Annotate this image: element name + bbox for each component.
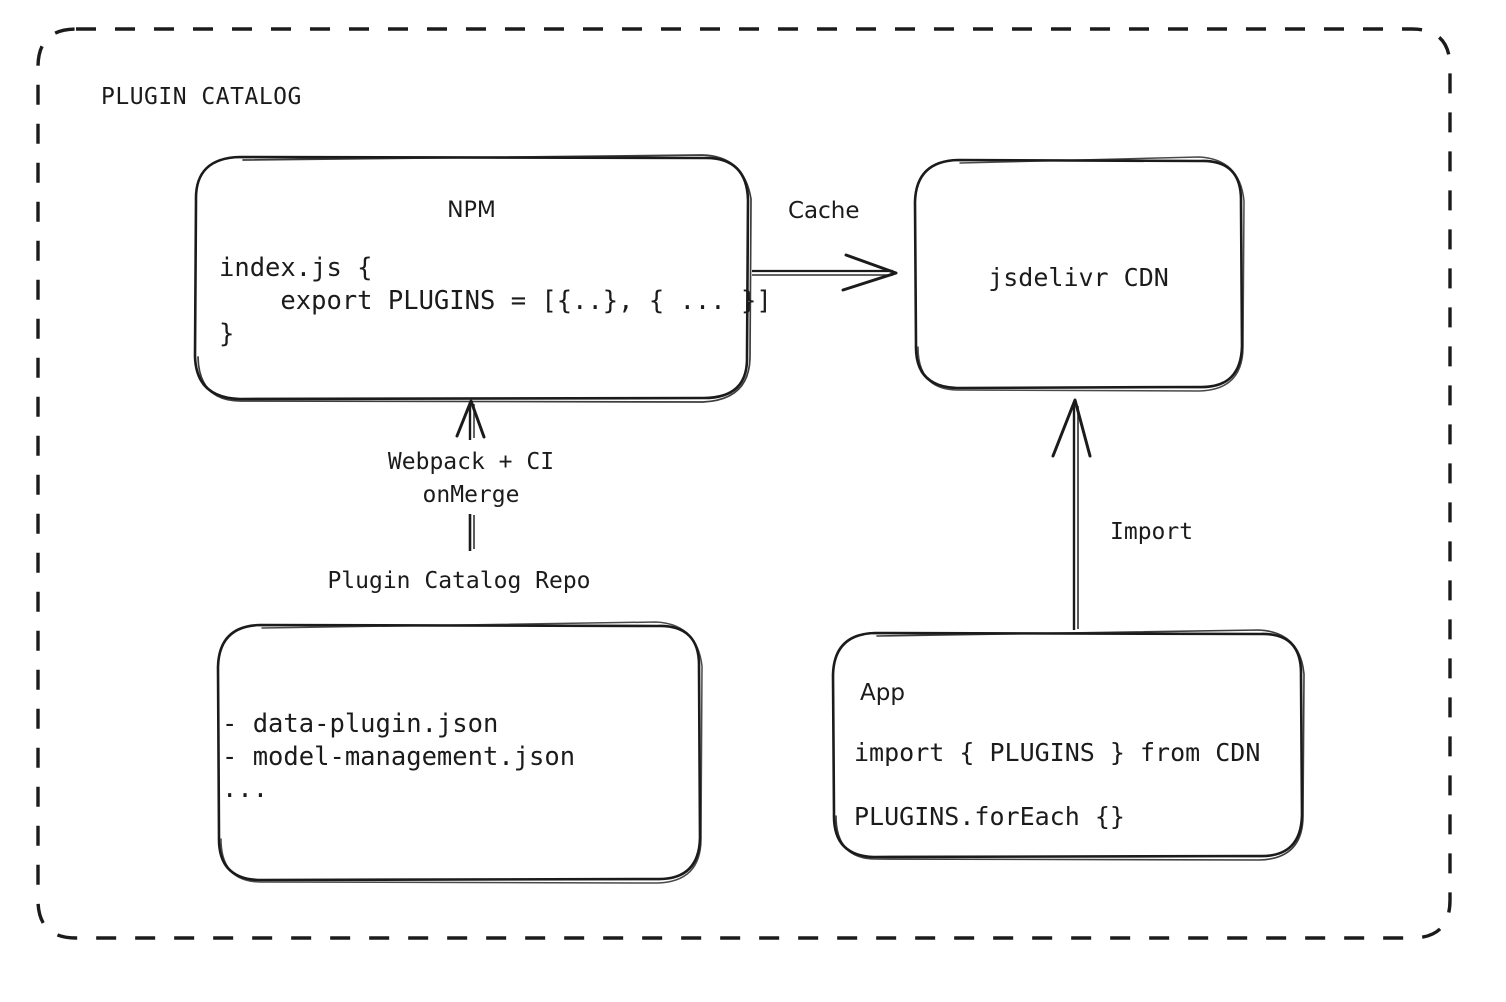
edge-cache-arrow bbox=[752, 253, 898, 292]
node-app-code-line-1: import { PLUGINS } from CDN bbox=[854, 738, 1261, 767]
node-npm-title: NPM bbox=[447, 198, 496, 223]
node-npm-code: index.js { export PLUGINS = [{..}, { ...… bbox=[219, 253, 772, 350]
node-cdn-title: jsdelivr CDN bbox=[988, 263, 1169, 292]
edge-build-label: Webpack + CI onMerge bbox=[387, 449, 555, 508]
node-repo-caption: Plugin Catalog Repo bbox=[327, 568, 591, 594]
edge-import-arrow bbox=[1051, 398, 1092, 630]
group-title: PLUGIN CATALOG bbox=[101, 84, 302, 110]
node-app-title: App bbox=[860, 680, 905, 706]
edge-cache-label: Cache bbox=[788, 198, 860, 224]
edge-import-label: Import bbox=[1110, 519, 1194, 545]
node-app-code-line-2: PLUGINS.forEach {} bbox=[854, 802, 1125, 831]
node-repo-items: - data-plugin.json - model-management.js… bbox=[222, 709, 576, 805]
